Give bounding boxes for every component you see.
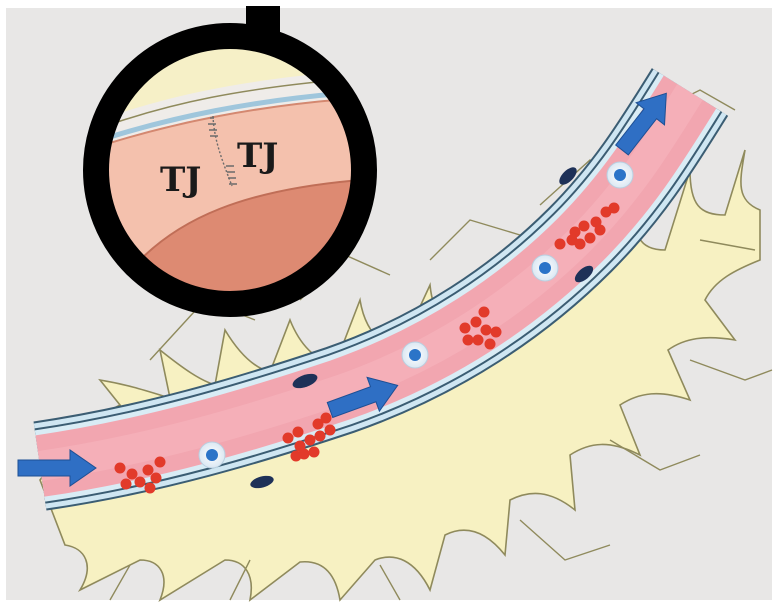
- red-blood-cell: [135, 477, 146, 488]
- leukocyte: [199, 442, 225, 468]
- red-blood-cell: [283, 433, 294, 444]
- red-blood-cell: [460, 323, 471, 334]
- red-blood-cell: [121, 479, 132, 490]
- red-blood-cell: [481, 325, 492, 336]
- red-blood-cell: [463, 335, 474, 346]
- red-blood-cell: [291, 451, 302, 462]
- red-blood-cell: [491, 327, 502, 338]
- red-blood-cell: [155, 457, 166, 468]
- red-blood-cell: [151, 473, 162, 484]
- red-blood-cell: [579, 221, 590, 232]
- red-blood-cell: [325, 425, 336, 436]
- red-blood-cell: [609, 203, 620, 214]
- red-blood-cell: [555, 239, 566, 250]
- red-blood-cell: [293, 427, 304, 438]
- red-blood-cell: [305, 435, 316, 446]
- red-blood-cell: [585, 233, 596, 244]
- red-blood-cell: [145, 483, 156, 494]
- red-blood-cell: [309, 447, 320, 458]
- red-blood-cell: [567, 235, 578, 246]
- red-blood-cell: [471, 317, 482, 328]
- red-blood-cell: [127, 469, 138, 480]
- red-blood-cell: [143, 465, 154, 476]
- red-blood-cell: [485, 339, 496, 350]
- leukocyte: [607, 162, 633, 188]
- red-blood-cell: [315, 431, 326, 442]
- tj-label-left: TJ: [160, 160, 201, 200]
- red-blood-cell: [321, 413, 332, 424]
- tj-label-right: TJ: [237, 136, 278, 176]
- leukocyte: [532, 255, 558, 281]
- red-blood-cell: [479, 307, 490, 318]
- red-blood-cell: [473, 335, 484, 346]
- red-blood-cell: [595, 225, 606, 236]
- leukocyte: [402, 342, 428, 368]
- red-blood-cell: [115, 463, 126, 474]
